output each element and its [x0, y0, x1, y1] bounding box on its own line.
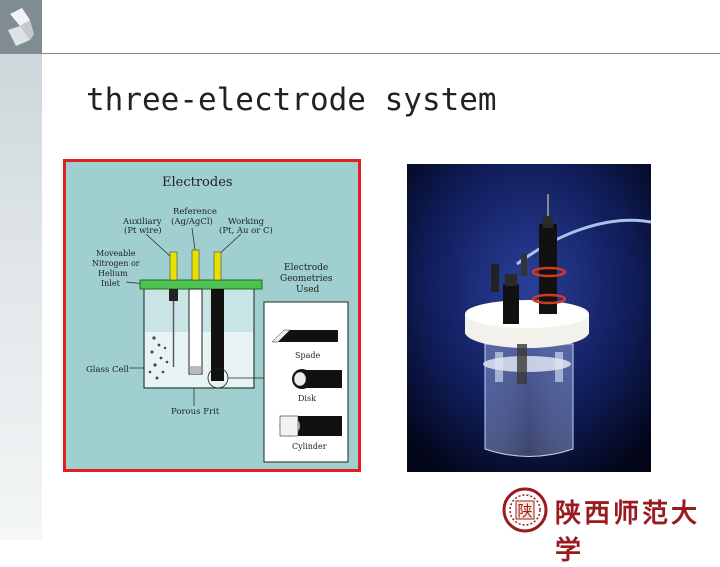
slide-title: three-electrode system — [86, 82, 497, 118]
inlet-line-4: Inlet — [101, 279, 121, 288]
inlet-line-2: Nitrogen or — [92, 259, 140, 268]
geometry-spade-label: Spade — [295, 351, 320, 360]
university-name: 陕西师范大学 — [555, 499, 701, 566]
corner-logo-graphic — [8, 8, 34, 46]
electrode-diagram: Electrodes Reference (Ag/AgCl) Auxiliary… — [66, 162, 358, 469]
diagram-heading: Electrodes — [162, 175, 233, 190]
cell-photo-illustration — [407, 164, 652, 472]
geometry-cylinder-label: Cylinder — [292, 442, 327, 451]
geometry-disk-label: Disk — [298, 394, 316, 403]
corner-logo — [0, 0, 42, 54]
electrode-diagram-figure: Electrodes Reference (Ag/AgCl) Auxiliary… — [63, 159, 361, 472]
geometries-line-2: Geometries — [280, 274, 333, 284]
working-sub: (Pt, Au or C) — [219, 225, 273, 236]
electrochemical-cell-photo — [407, 164, 652, 472]
reference-sub: (Ag/AgCl) — [171, 216, 213, 227]
disk-electrode — [292, 369, 342, 389]
university-seal-char: 陕 — [517, 502, 532, 520]
inlet-line-1: Moveable — [96, 249, 136, 258]
geometries-line-3: Used — [296, 285, 320, 295]
university-seal-icon: 陕 — [502, 487, 548, 533]
glass-cell-label: Glass Cell — [86, 365, 129, 375]
working-label: Working — [228, 217, 265, 227]
spade-electrode — [271, 329, 338, 343]
reference-label: Reference — [173, 207, 217, 217]
slide-sidebar — [0, 0, 42, 540]
header-rule — [42, 53, 720, 54]
auxiliary-label: Auxiliary — [122, 217, 162, 227]
cylinder-electrode — [279, 415, 342, 437]
geometries-line-1: Electrode — [284, 263, 328, 273]
university-logo: 陕 陕西师范大学 — [502, 487, 712, 566]
porous-frit-label: Porous Frit — [171, 407, 220, 417]
auxiliary-sub: (Pt wire) — [124, 225, 162, 236]
inlet-line-3: Helium — [98, 269, 128, 278]
